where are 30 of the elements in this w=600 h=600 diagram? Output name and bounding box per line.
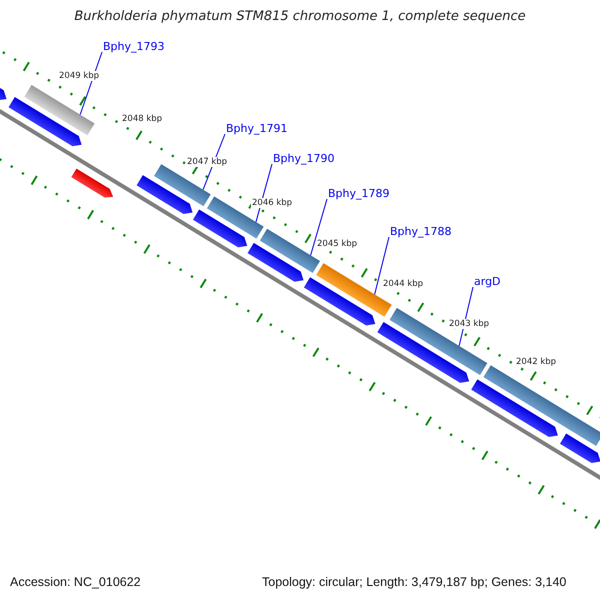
position-label: 2046 kbp bbox=[251, 198, 294, 208]
leader-line bbox=[310, 198, 328, 256]
reverse-gene-block bbox=[304, 277, 376, 326]
accession-text: Accession: NC_010622 bbox=[10, 575, 141, 589]
gene-label: Bphy_1789 bbox=[328, 187, 390, 200]
leader-line bbox=[374, 236, 390, 295]
reverse-gene-block bbox=[136, 175, 193, 214]
forward-gene-block bbox=[154, 164, 211, 206]
reverse-gene-block bbox=[560, 434, 600, 464]
position-label: 2043 kbp bbox=[448, 319, 490, 329]
position-label: 2047 kbp bbox=[186, 157, 228, 167]
reverse-gene-block bbox=[471, 379, 558, 437]
gene-label: Bphy_1791 bbox=[226, 122, 288, 135]
title: Burkholderia phymatum STM815 chromosome 1, complete sequence bbox=[73, 9, 527, 24]
reverse-gene-block bbox=[248, 242, 304, 282]
gene-label: Bphy_1788 bbox=[390, 225, 452, 238]
reverse-gene-block bbox=[192, 210, 248, 248]
gene-label: Bphy_1793 bbox=[103, 40, 165, 53]
reverse-gene-block bbox=[71, 168, 114, 198]
gene-label: Bphy_1790 bbox=[273, 152, 335, 165]
position-label: 2048 kbp bbox=[121, 114, 164, 124]
position-label: 2042 kbp bbox=[515, 357, 558, 367]
forward-gene-block bbox=[390, 308, 488, 376]
position-label: 2045 kbp bbox=[316, 239, 358, 249]
reverse-gene-block bbox=[8, 96, 82, 146]
sequence-info-text: Topology: circular; Length: 3,479,187 bp; Genes: 3,140 bbox=[262, 575, 566, 589]
forward-gene-block bbox=[24, 84, 95, 136]
gene-label: argD bbox=[474, 275, 501, 288]
position-label: 2044 kbp bbox=[382, 279, 424, 289]
position-label: 2049 kbp bbox=[58, 71, 100, 81]
